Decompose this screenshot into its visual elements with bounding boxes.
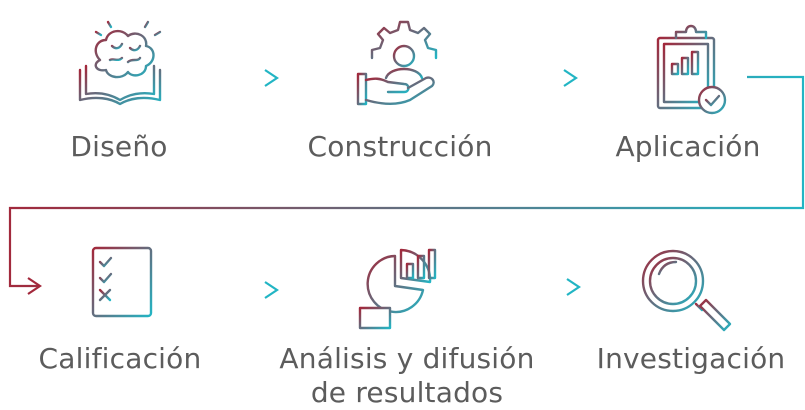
step-label-analisis-line2: de resultados xyxy=(310,376,504,409)
step-label-diseno: Diseño xyxy=(70,130,168,163)
checklist-icon xyxy=(91,246,153,318)
pie-chart-report-icon xyxy=(358,248,437,330)
gear-hand-icon xyxy=(356,20,438,106)
step-label-analisis: Análisis y difusión de resultados xyxy=(262,342,552,410)
connector-aplicacion-to-calificacion xyxy=(8,75,805,295)
arrow-calificacion-to-analisis xyxy=(208,281,279,299)
arrow-construccion-to-aplicacion xyxy=(507,69,578,87)
step-label-analisis-line1: Análisis y difusión xyxy=(279,342,535,375)
brain-book-icon xyxy=(78,16,162,108)
step-label-calificacion: Calificación xyxy=(38,342,202,375)
magnifier-icon xyxy=(641,249,732,332)
arrow-analisis-to-investigacion xyxy=(510,278,581,296)
step-label-investigacion: Investigación xyxy=(596,342,786,375)
step-label-aplicacion: Aplicación xyxy=(615,130,761,163)
clipboard-chart-icon xyxy=(656,24,727,115)
step-label-construccion: Construcción xyxy=(307,130,493,163)
arrow-diseno-to-construccion xyxy=(208,69,279,87)
